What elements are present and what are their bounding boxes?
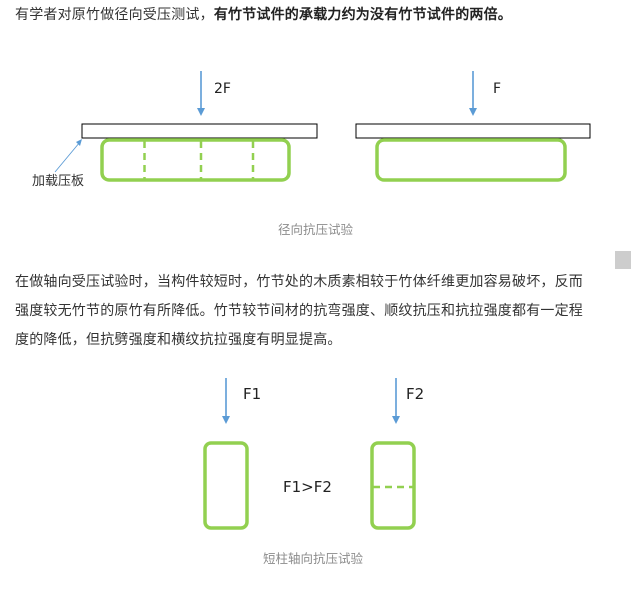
- bamboo-column: [203, 441, 249, 530]
- force-comparison-label: F1>F2: [283, 478, 332, 496]
- bamboo-column: [370, 441, 416, 530]
- loading-plate: [355, 123, 591, 139]
- pointer-arrow-icon: [54, 141, 81, 173]
- bamboo-specimen: [375, 138, 567, 182]
- loading-plate-label: 加载压板: [32, 174, 85, 189]
- body-line: 在做轴向受压试验时，当构件较短时，竹节处的木质素相较于竹体纤维更加容易破坏，反而: [15, 274, 583, 290]
- specimen-without-nodes-diagram: [355, 71, 591, 182]
- specimen-with-nodes-diagram: [54, 71, 318, 182]
- axial-compression-figure: [203, 378, 416, 530]
- intro-bold-text: 有竹节试件的承载力约为没有竹节试件的两倍。: [213, 7, 513, 23]
- specimen-with-node-diagram: [370, 378, 416, 530]
- scrollbar-thumb[interactable]: [615, 251, 631, 269]
- body-line: 强度较无竹节的原竹有所降低。竹节较节间材的抗弯强度、顺纹抗压和抗拉强度都有一定程: [15, 303, 583, 319]
- body-paragraph: 在做轴向受压试验时，当构件较短时，竹节处的木质素相较于竹体纤维更加容易破坏，反而…: [15, 268, 583, 355]
- intro-paragraph: 有学者对原竹做径向受压测试，有竹节试件的承载力约为没有竹节试件的两倍。: [15, 1, 512, 30]
- force-label-f: F: [493, 81, 502, 97]
- intro-text: 有学者对原竹做径向受压测试，: [15, 7, 214, 23]
- radial-compression-figure: [54, 71, 591, 182]
- force-label-f2: F2: [406, 385, 425, 403]
- bamboo-specimen: [100, 138, 291, 182]
- body-line: 度的降低，但抗劈强度和横纹抗拉强度有明显提高。: [15, 332, 342, 348]
- force-label-f1: F1: [243, 385, 262, 403]
- loading-plate: [81, 123, 318, 139]
- figure2-caption: 短柱轴向抗压试验: [263, 551, 364, 566]
- specimen-without-node-diagram: [203, 378, 249, 530]
- force-label-2f: 2F: [214, 81, 231, 97]
- figure1-caption: 径向抗压试验: [277, 222, 353, 237]
